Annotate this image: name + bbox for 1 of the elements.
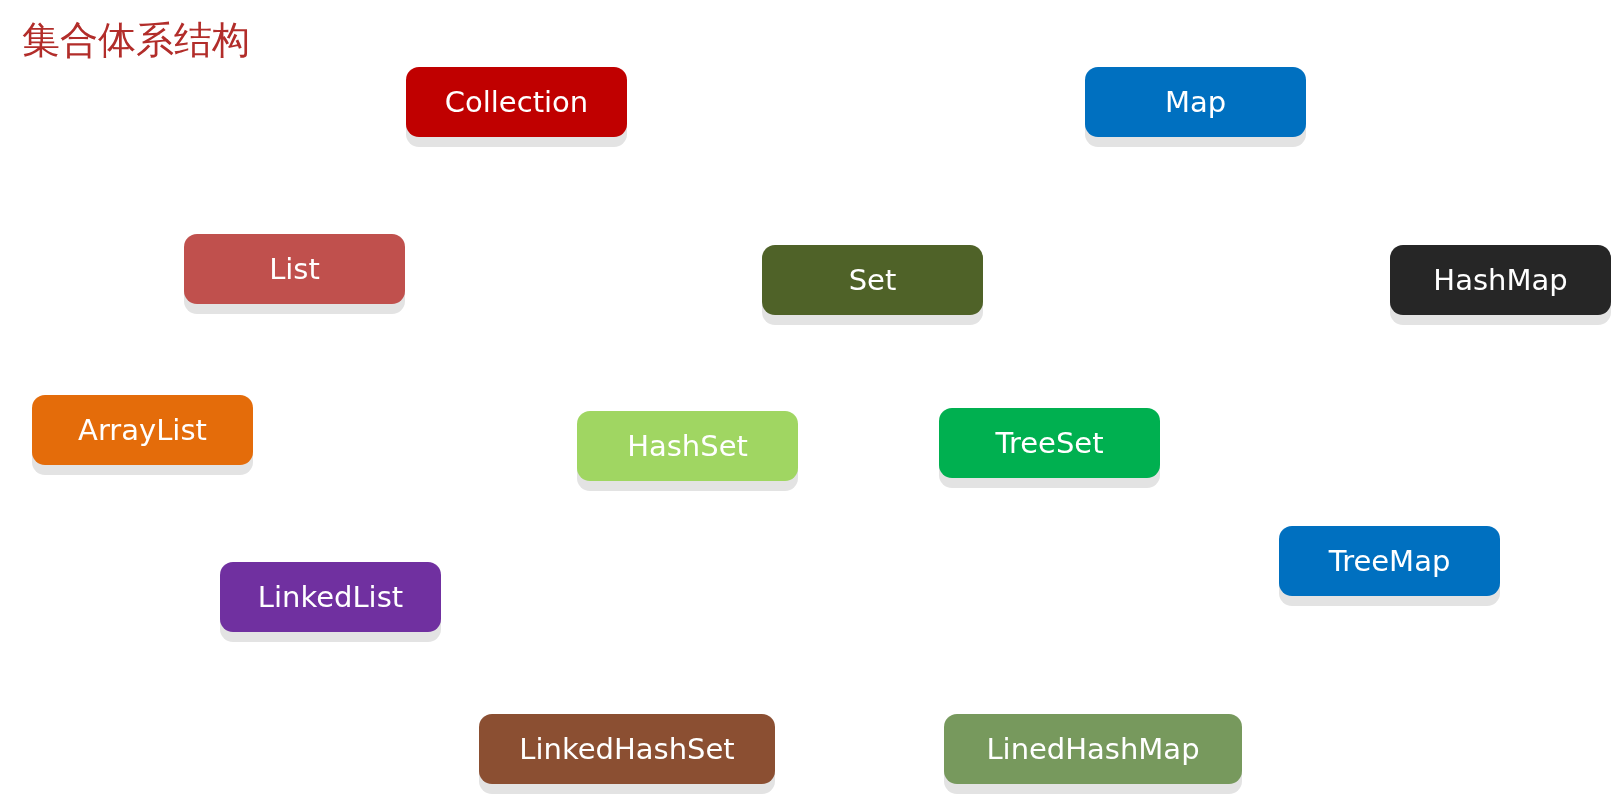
diagram-title: 集合体系结构 [22, 18, 250, 64]
